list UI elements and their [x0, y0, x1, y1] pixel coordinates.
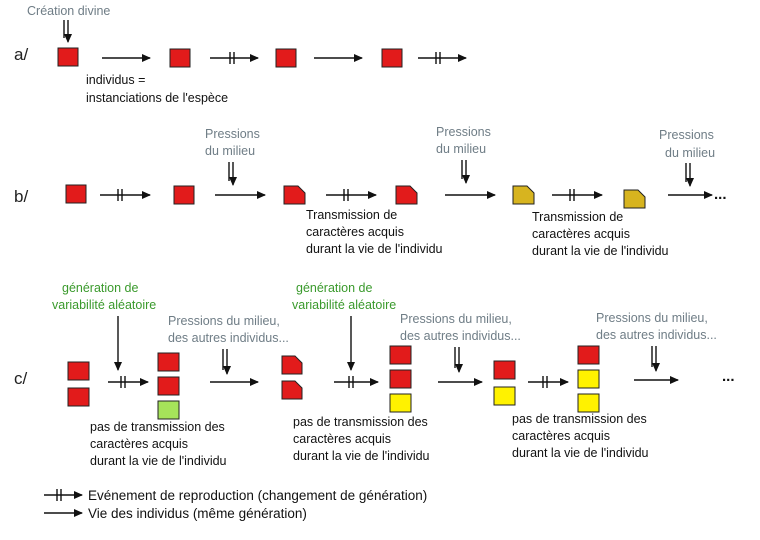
legend-reproduction: Evénement de reproduction (changement de… [88, 488, 427, 503]
reproduction-arrow [100, 189, 151, 201]
modified-individual-box [283, 185, 306, 205]
variability-label-2a: génération de [296, 281, 373, 295]
pressure-c-3b: des autres individus... [596, 328, 717, 342]
no-transmission-1b: caractères acquis [90, 437, 188, 451]
creation-divine-label: Création divine [27, 4, 110, 18]
transmission-2c: durant la vie de l'individu [532, 244, 669, 258]
pressure-c-2b: des autres individus... [400, 329, 521, 343]
individual-box [389, 369, 412, 389]
transmission-2a: Transmission de [532, 210, 623, 224]
variant-individual-box [493, 386, 516, 406]
pressure-c-2a: Pressions du milieu, [400, 312, 512, 326]
individual-box [65, 184, 87, 204]
individual-box [157, 352, 180, 372]
variant-individual-box [577, 369, 600, 389]
pressure-c-3a: Pressions du milieu, [596, 311, 708, 325]
no-transmission-1a: pas de transmission des [90, 420, 225, 434]
reproduction-arrow [326, 189, 377, 201]
individual-box [493, 360, 516, 380]
individual-box [577, 345, 600, 365]
pressure-label-1b: du milieu [205, 144, 255, 158]
individual-box [67, 387, 90, 407]
variability-label-1a: génération de [62, 281, 139, 295]
no-transmission-3b: caractères acquis [512, 429, 610, 443]
individual-box [381, 48, 403, 68]
individual-box [67, 361, 90, 381]
row-c-label: c/ [14, 369, 28, 388]
pressure-label-1a: Pressions [205, 127, 260, 141]
no-transmission-3c: durant la vie de l'individu [512, 446, 649, 460]
transmission-1b: caractères acquis [306, 225, 404, 239]
variability-label-1b: variabilité aléatoire [52, 298, 156, 312]
transmission-2b: caractères acquis [532, 227, 630, 241]
reproduction-arrow [108, 376, 149, 388]
pressure-label-3a: Pressions [659, 128, 714, 142]
transmission-1a: Transmission de [306, 208, 397, 222]
reproduction-arrow [528, 376, 569, 388]
modified-individual-box [281, 380, 303, 400]
modified-individual-box [281, 355, 303, 375]
pressure-label-2b: du milieu [436, 142, 486, 156]
pressure-label-2a: Pressions [436, 125, 491, 139]
no-transmission-1c: durant la vie de l'individu [90, 454, 227, 468]
individual-box [57, 47, 79, 67]
individual-box [173, 185, 195, 205]
variant-individual-box [157, 400, 180, 420]
no-transmission-2c: durant la vie de l'individu [293, 449, 430, 463]
reproduction-arrow [418, 52, 467, 64]
individus-caption-1: individus = [86, 73, 145, 87]
individual-box [275, 48, 297, 68]
legend-life: Vie des individus (même génération) [88, 506, 307, 521]
modified-individual-box [512, 185, 535, 205]
variant-individual-box [577, 393, 600, 413]
modified-individual-box [395, 185, 418, 205]
no-transmission-3a: pas de transmission des [512, 412, 647, 426]
individus-caption-2: instanciations de l'espèce [86, 91, 228, 105]
variant-individual-box [389, 393, 412, 413]
no-transmission-2a: pas de transmission des [293, 415, 428, 429]
row-c-ellipsis: ... [722, 368, 735, 385]
row-b-ellipsis: ... [714, 186, 727, 203]
modified-individual-box [623, 189, 646, 209]
row-b-label: b/ [14, 187, 28, 206]
no-transmission-2b: caractères acquis [293, 432, 391, 446]
individual-box [389, 345, 412, 365]
legend-reproduction-arrow [44, 489, 83, 501]
pressure-c-1b: des autres individus... [168, 331, 289, 345]
row-a-label: a/ [14, 45, 28, 64]
pressure-label-3b: du milieu [665, 146, 715, 160]
transmission-1c: durant la vie de l'individu [306, 242, 443, 256]
individual-box [157, 376, 180, 396]
pressure-c-1a: Pressions du milieu, [168, 314, 280, 328]
individual-box [169, 48, 191, 68]
variability-label-2b: variabilité aléatoire [292, 298, 396, 312]
reproduction-arrow [552, 189, 603, 201]
reproduction-arrow [210, 52, 259, 64]
reproduction-arrow [334, 376, 379, 388]
